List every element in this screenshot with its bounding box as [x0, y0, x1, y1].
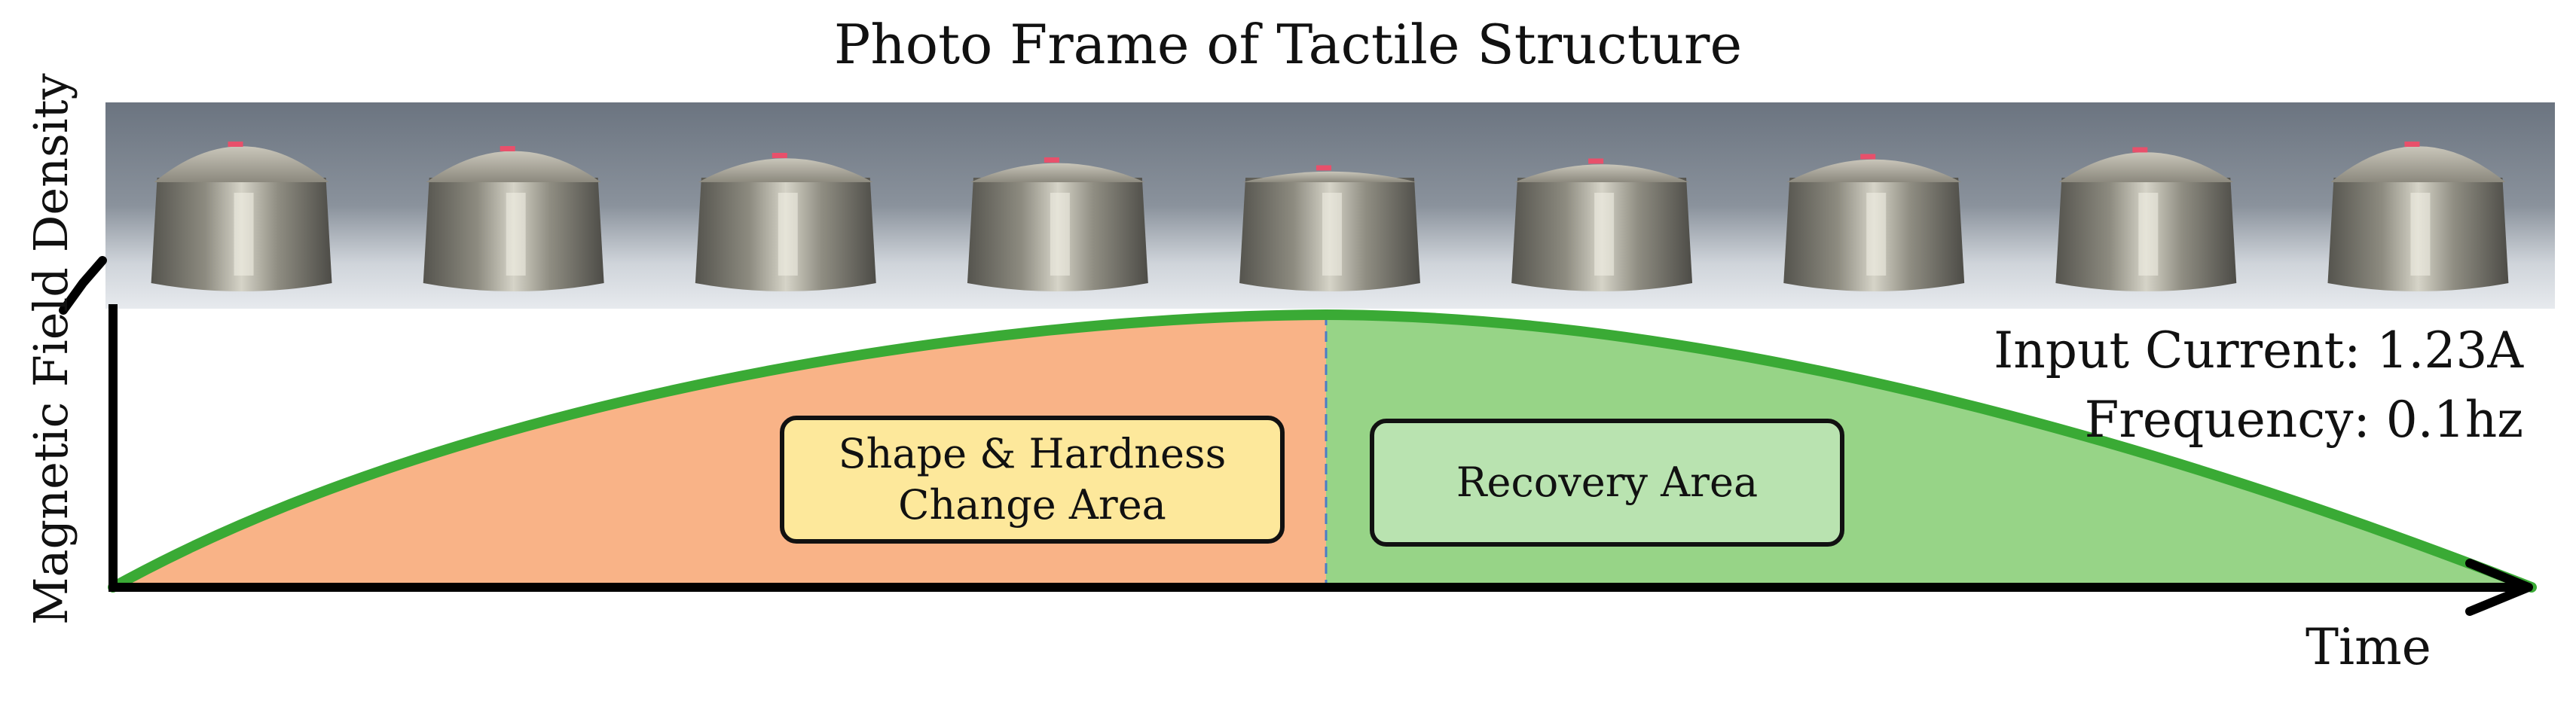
input-current-label: Input Current: 1.23A	[1994, 322, 2523, 379]
photo-frame	[921, 102, 1195, 309]
photo-strip	[105, 102, 2555, 309]
change-area-label-line1: Shape & Hardness	[838, 430, 1227, 477]
photo-frame	[105, 102, 379, 309]
y-axis-arrow-icon	[59, 256, 107, 315]
x-axis-label: Time	[2306, 618, 2431, 676]
y-axis-label: Magnetic Field Density	[23, 73, 78, 625]
photo-frame	[1193, 102, 1467, 309]
frequency-label: Frequency: 0.1hz	[2084, 391, 2523, 449]
magnetic-field-curve	[108, 309, 2537, 593]
photo-frame	[1737, 102, 2011, 309]
diagram-title: Photo Frame of Tactile Structure	[833, 13, 1743, 76]
x-axis-arrow-icon	[2465, 559, 2533, 616]
recovery-area-label: Recovery Area	[1456, 459, 1759, 506]
change-area-label-line2: Change Area	[898, 481, 1166, 529]
photo-frame	[2281, 102, 2555, 309]
photo-frame	[2009, 102, 2283, 309]
recovery-area-label-box: Recovery Area	[1370, 419, 1844, 547]
change-area-label-box: Shape & Hardness Change Area	[780, 416, 1285, 544]
parameter-annotation: Input Current: 1.23A Frequency: 0.1hz	[1994, 316, 2523, 455]
photo-frame	[377, 102, 651, 309]
photo-frame	[649, 102, 923, 309]
photo-frame	[1465, 102, 1739, 309]
